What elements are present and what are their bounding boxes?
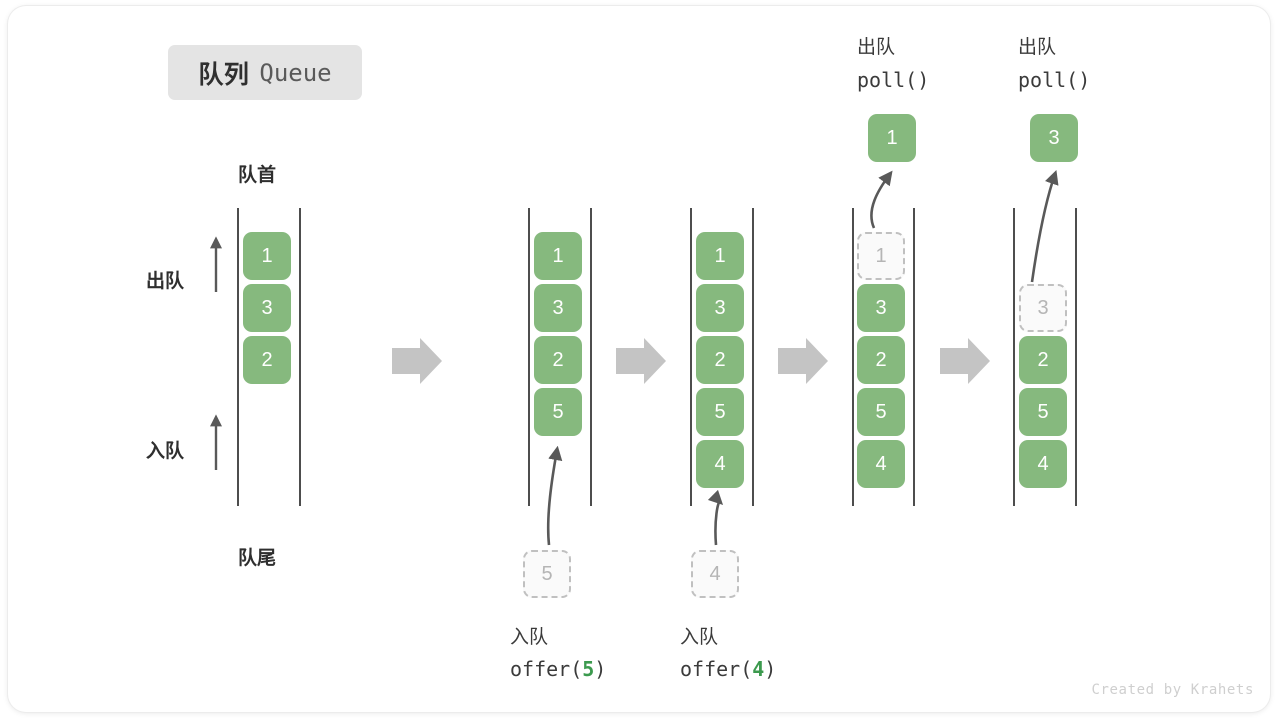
queue-cell: 2: [1019, 336, 1067, 384]
popped-value-cell: 1: [868, 114, 916, 162]
queue-rail-right-2: [590, 208, 592, 506]
popped-value-cell: 3: [1030, 114, 1078, 162]
caption-enqueue-5-cn: 入队: [510, 627, 549, 648]
title-chip: 队列 Queue: [168, 45, 362, 100]
queue-cell: 3: [696, 284, 744, 332]
queue-cell: 3: [243, 284, 291, 332]
queue-rail-right-1: [299, 208, 301, 506]
queue-cell: 4: [1019, 440, 1067, 488]
caption-enqueue-5-code: offer(5): [510, 657, 606, 681]
header-poll-1-code: poll(): [857, 68, 930, 92]
label-dequeue-direction: 出队: [146, 271, 185, 292]
queue-rail-left-5: [1013, 208, 1015, 506]
queue-cell: 2: [696, 336, 744, 384]
queue-rail-left-4: [852, 208, 854, 506]
queue-cell: 3: [534, 284, 582, 332]
label-queue-front: 队首: [238, 165, 277, 186]
header-poll-3-cn: 出队: [1018, 37, 1057, 58]
queue-cell: 5: [857, 388, 905, 436]
caption-enqueue-4-cn: 入队: [680, 627, 719, 648]
watermark: Created by Krahets: [1091, 682, 1254, 698]
queue-cell: 5: [1019, 388, 1067, 436]
header-poll-3-code: poll(): [1018, 68, 1091, 92]
queue-ghost-cell: 1: [857, 232, 905, 280]
queue-rail-right-4: [913, 208, 915, 506]
queue-cell: 1: [696, 232, 744, 280]
queue-cell: 2: [243, 336, 291, 384]
title-en: Queue: [259, 58, 332, 87]
queue-cell: 4: [696, 440, 744, 488]
queue-cell: 5: [696, 388, 744, 436]
code-pre: offer(: [680, 657, 753, 681]
label-enqueue-direction: 入队: [146, 441, 185, 462]
label-queue-rear: 队尾: [238, 548, 277, 569]
code-arg: 5: [582, 657, 595, 681]
queue-rail-right-5: [1075, 208, 1077, 506]
caption-enqueue-4-code: offer(4): [680, 657, 776, 681]
queue-cell: 2: [534, 336, 582, 384]
code-arg: 4: [752, 657, 765, 681]
code-pre: offer(: [510, 657, 583, 681]
queue-cell: 1: [243, 232, 291, 280]
queue-cell: 2: [857, 336, 905, 384]
queue-ghost-cell: 5: [523, 550, 571, 598]
code-post: ): [764, 657, 777, 681]
queue-cell: 5: [534, 388, 582, 436]
queue-rail-right-3: [752, 208, 754, 506]
title-cn: 队列: [198, 60, 250, 89]
card-frame: [8, 6, 1270, 712]
queue-ghost-cell: 3: [1019, 284, 1067, 332]
queue-ghost-cell: 4: [691, 550, 739, 598]
queue-cell: 1: [534, 232, 582, 280]
queue-cell: 4: [857, 440, 905, 488]
queue-rail-left-1: [237, 208, 239, 506]
queue-rail-left-2: [528, 208, 530, 506]
header-poll-1-cn: 出队: [857, 37, 896, 58]
queue-cell: 3: [857, 284, 905, 332]
code-post: ): [594, 657, 607, 681]
queue-rail-left-3: [690, 208, 692, 506]
